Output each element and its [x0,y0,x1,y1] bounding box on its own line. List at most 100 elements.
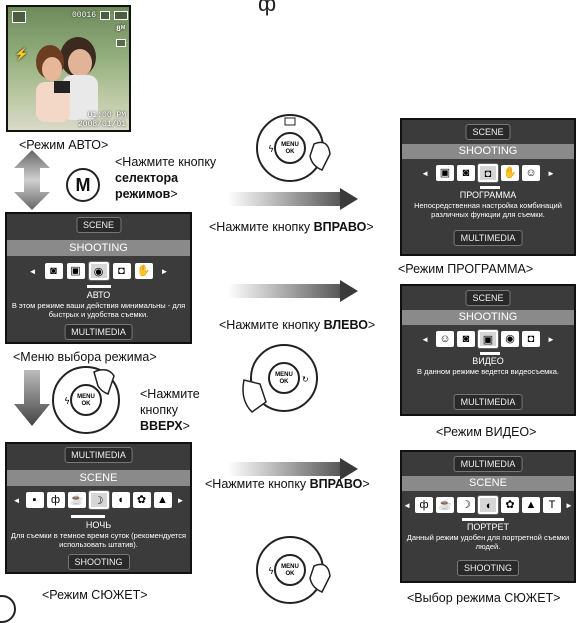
arrow-right-2 [228,280,358,302]
svg-text:MENU: MENU [275,372,293,378]
movie-icon[interactable]: ▣ [66,263,85,279]
camera-preview-photo: 00016 8ᴹ ⚡ 01:00 PM 2008/01/01 [6,5,131,132]
svg-text:OK: OK [286,571,296,577]
text-icon[interactable]: T [543,497,561,513]
scene-mode-screen: MULTIMEDIA SCENE ◄ ▪ ф ☕ ☽ ◖ ✿ ▲ ► НОЧЬ … [5,442,192,574]
scene-name: НОЧЬ [85,520,112,530]
svg-text:ϟ: ϟ [64,397,70,407]
shot-counter: 00016 [72,11,97,20]
up-down-arrow-icon [14,150,50,210]
right-arrow-icon[interactable]: ► [547,168,555,178]
svg-text:MENU: MENU [77,394,95,400]
menu-bar-shooting: SHOOTING [402,310,574,325]
movie-icon[interactable]: ▣ [436,165,454,181]
selection-indicator [480,352,500,355]
tab-multimedia[interactable]: MULTIMEDIA [453,230,523,246]
tab-shooting[interactable]: SHOOTING [67,554,130,570]
left-arrow-icon[interactable]: ◄ [421,334,429,344]
photo-help-icon[interactable]: ☺ [522,165,540,181]
menu-bar-scene: SCENE [402,476,574,491]
left-arrow-icon[interactable]: ◄ [28,266,37,276]
arrow-right-3 [228,458,358,480]
right-arrow-icon[interactable]: ► [565,500,573,510]
left-arrow-icon[interactable]: ◄ [421,168,429,178]
camera-icon[interactable]: ◙ [44,263,63,279]
caption-video-mode: <Режим ВИДЕО> [436,425,537,439]
right-arrow-icon[interactable]: ► [176,495,185,505]
mode-menu-screen: SCENE SHOOTING ◄ ◙ ▣ ◉ ◘ ✋ ► АВТО В этом… [5,212,192,344]
children-icon[interactable]: ф [46,492,65,508]
tab-multimedia[interactable]: MULTIMEDIA [64,447,133,463]
backlight-icon[interactable]: ✿ [501,497,519,513]
mode-description: В этом режиме ваши действия минимальны -… [11,301,186,319]
photo-help-icon[interactable]: ☺ [436,331,454,347]
camera-mode-icon [12,11,26,23]
menu-bar-shooting: SHOOTING [7,240,190,256]
camera-icon[interactable]: ◙ [457,331,475,347]
auto-mode-icon[interactable]: ◉ [501,331,519,347]
program-icon[interactable]: ◘ [478,164,498,182]
svg-text:↻: ↻ [302,375,309,384]
portrait-face-icon[interactable]: ◖ [478,496,498,514]
landscape-icon[interactable]: ▲ [522,497,540,513]
caption-press-left: <Нажмите кнопку ВЛЕВО> [219,318,376,332]
control-dial-up[interactable]: MENU OK ϟ [48,362,128,442]
selection-indicator [462,518,504,521]
svg-text:OK: OK [280,379,290,385]
scene-icon-row: ◄ ▪ ф ☕ ☽ ◖ ✿ ▲ ► [7,491,190,509]
scene-select-screen: MULTIMEDIA SCENE ◄ ф ☕ ☽ ◖ ✿ ▲ T ► ПОРТР… [400,450,576,583]
backlight-icon[interactable]: ✿ [132,492,151,508]
cafe-icon[interactable]: ☕ [67,492,86,508]
landscape-icon[interactable]: ▲ [153,492,172,508]
portrait-face-icon[interactable]: ◖ [111,492,130,508]
control-dial-right-1[interactable]: MENU OK ϟ [252,110,332,190]
children-icon[interactable]: ф [415,497,433,513]
mode-name: ВИДЕО [472,356,504,366]
mode-icon-row: ◄ ☺ ◙ ▣ ◉ ◘ ► [402,330,574,348]
mode-icon-row: ◄ ◙ ▣ ◉ ◘ ✋ ► [7,262,190,280]
mode-name: ПРОГРАММА [459,190,517,200]
left-arrow-icon[interactable]: ◄ [12,495,21,505]
right-arrow-icon[interactable]: ► [547,334,555,344]
cafe-icon[interactable]: ☕ [436,497,454,513]
menu-bar-shooting: SHOOTING [402,144,574,159]
right-arrow-icon[interactable]: ► [160,266,169,276]
tab-multimedia[interactable]: MULTIMEDIA [453,456,523,472]
mode-selector-button[interactable]: M [66,168,100,202]
left-arrow-icon[interactable]: ◄ [403,500,411,510]
night-icon[interactable]: ☽ [457,497,475,513]
mode-icon-row: ◄ ▣ ◙ ◘ ✋ ☺ ► [402,164,574,182]
caption-scene-mode: <Режим СЮЖЕТ> [42,588,148,602]
battery-icon [114,11,128,20]
tab-scene[interactable]: SCENE [75,217,122,233]
scene-name: ПОРТРЕТ [466,522,510,532]
portrait-icon[interactable]: ▪ [25,492,44,508]
dis-mode-icon[interactable]: ✋ [134,263,153,279]
mode-description: В данном режиме ведется видеосъемка. [416,367,559,376]
svg-text:OK: OK [286,149,296,155]
control-dial-right-2[interactable]: MENU OK ϟ [252,532,332,612]
tab-scene[interactable]: SCENE [465,124,511,140]
menu-bar-scene: SCENE [7,470,190,486]
caption-press-right-2: <Нажмите кнопку ВПРАВО> [205,477,370,491]
movie-icon[interactable]: ▣ [478,330,498,348]
dis-mode-icon[interactable]: ✋ [501,165,519,181]
selection-indicator [480,186,500,189]
image-size-icon: 8ᴹ [116,25,126,34]
program-icon[interactable]: ◘ [522,331,540,347]
flash-icon: ⚡ [14,48,29,62]
tab-shooting[interactable]: SHOOTING [456,560,520,576]
control-dial-left[interactable]: MENU OK ↻ [240,340,320,420]
tab-multimedia[interactable]: MULTIMEDIA [453,394,523,410]
caption-press-up: <Нажмите кнопку ВВЕРХ> [140,387,200,433]
auto-mode-icon[interactable]: ◉ [88,262,109,280]
night-icon[interactable]: ☽ [88,491,109,509]
mode-description: Непосредственная настройка комбинаций ра… [414,201,562,219]
tab-scene[interactable]: SCENE [465,290,511,306]
auto-mode-icon[interactable]: ◙ [457,165,475,181]
caption-press-selector: <Нажмите кнопку селектора режимов> [115,155,217,201]
program-icon[interactable]: ◘ [112,263,131,279]
top-partial-heading: ф [258,0,277,16]
tab-multimedia[interactable]: MULTIMEDIA [64,324,133,340]
program-mode-screen: SCENE SHOOTING ◄ ▣ ◙ ◘ ✋ ☺ ► ПРОГРАММА Н… [400,118,576,256]
